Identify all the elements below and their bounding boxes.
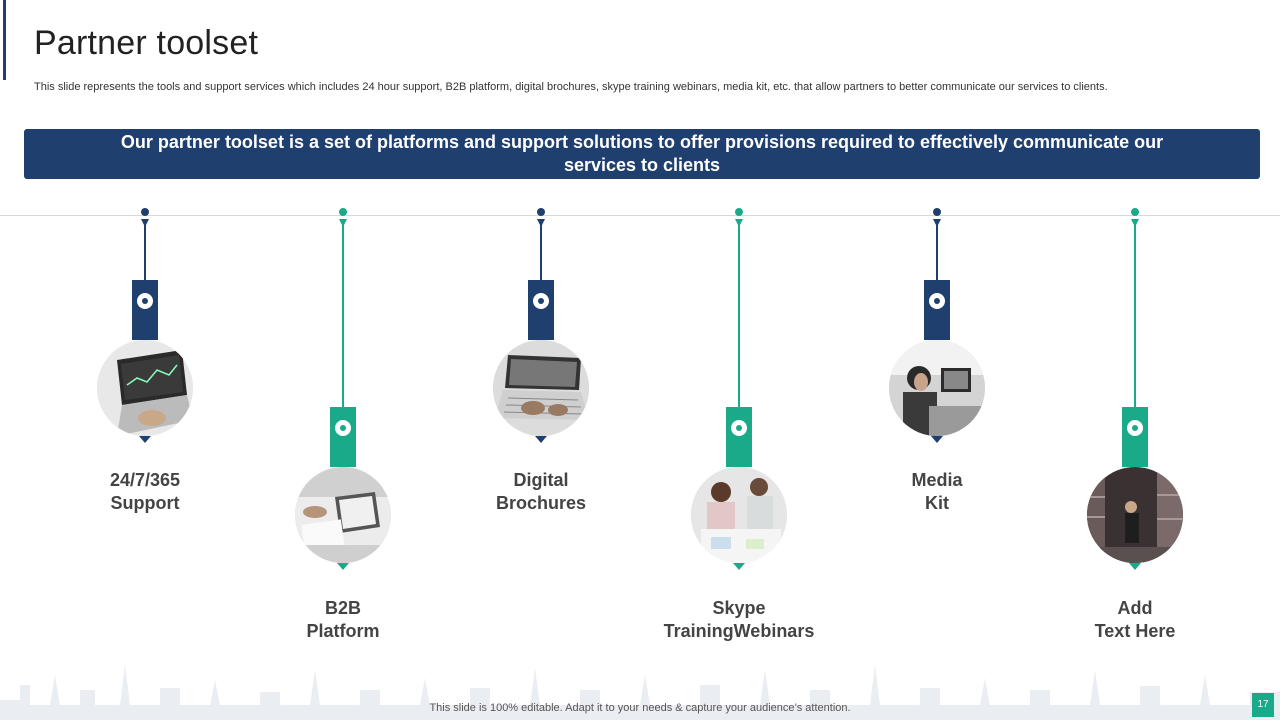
connector-line [1134,222,1136,408]
banner-line-1: Our partner toolset is a set of platform… [120,132,1164,152]
tag-marker [528,280,554,340]
toolset-item-digital-brochures: Digital Brochures [441,0,641,720]
toolset-item-media-kit: Media Kit [837,0,1037,720]
skyline-decoration [0,665,1280,720]
connector-line [540,222,542,282]
item-label-line-1: Add [1117,598,1153,618]
page-subtitle: This slide represents the tools and supp… [34,81,1108,93]
connector-line [936,222,938,282]
item-label-line-1: Digital [513,470,569,490]
toolset-item-add-text: Add Text Here [1035,0,1235,720]
title-accent-bar [3,0,6,80]
item-label: Media Kit [837,469,1037,515]
ring-icon [137,293,153,309]
item-label-line-1: 24/7/365 [109,470,181,490]
pointer-arrow-icon [139,428,151,443]
pointer-arrow-icon [1129,555,1141,570]
connector-line [342,222,344,408]
item-label-line-2: Brochures [495,493,587,513]
office-worker-photo [889,340,985,436]
pointer-arrow-icon [337,555,349,570]
team-workshop-photo [691,467,787,563]
item-label-line-2: Kit [925,493,949,513]
tag-marker [924,280,950,340]
ring-icon [731,420,747,436]
warehouse-photo [1087,467,1183,563]
ring-icon [929,293,945,309]
tag-marker [726,407,752,467]
footer-note: This slide is 100% editable. Adapt it to… [429,702,851,714]
laptop-typing-photo [493,340,589,436]
pin-dot [339,208,347,216]
pin-dot [1131,208,1139,216]
pin-dot [141,208,149,216]
tag-marker [132,280,158,340]
toolset-item-support: 24/7/365 Support [45,0,245,720]
item-label: 24/7/365 Support [45,469,245,515]
item-label-line-2: Support [110,493,180,513]
toolset-item-skype-training-webinars: Skype TrainingWebinars [639,0,839,720]
pin-dot [537,208,545,216]
pointer-arrow-icon [733,555,745,570]
ring-icon [533,293,549,309]
banner-line-2: services to clients [563,155,721,175]
summary-banner: Our partner toolset is a set of platform… [24,129,1260,179]
pin-dot [933,208,941,216]
business-meeting-photo [295,467,391,563]
item-label-line-1: Skype [712,598,766,618]
page-number: 17 [1252,693,1274,717]
item-label: Add Text Here [1035,597,1235,643]
laptop-dashboard-photo [97,340,193,436]
timeline-line [0,215,1280,216]
ring-icon [1127,420,1143,436]
pin-dot [735,208,743,216]
item-label: B2B Platform [243,597,443,643]
item-label-line-1: Media [911,470,963,490]
item-label-line-2: Text Here [1094,621,1176,641]
ring-icon [335,420,351,436]
item-label-line-2: TrainingWebinars [663,621,815,641]
item-label-line-2: Platform [306,621,380,641]
item-label-line-1: B2B [324,598,361,618]
pointer-arrow-icon [535,428,547,443]
connector-line [144,222,146,282]
tag-marker [330,407,356,467]
tag-marker [1122,407,1148,467]
item-label: Skype TrainingWebinars [639,597,839,643]
page-title: Partner toolset [34,24,259,62]
connector-line [738,222,740,408]
toolset-item-b2b-platform: B2B Platform [243,0,443,720]
pointer-arrow-icon [931,428,943,443]
item-label: Digital Brochures [441,469,641,515]
